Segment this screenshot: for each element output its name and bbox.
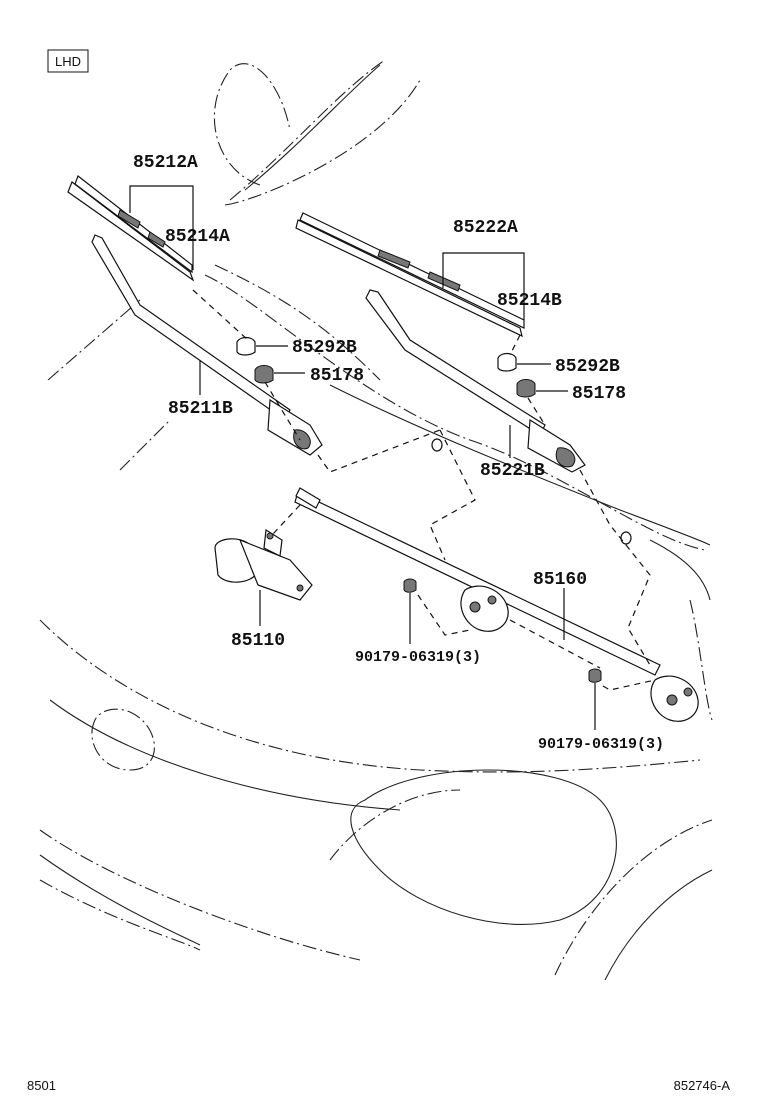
right-cap-85292B bbox=[497, 352, 517, 372]
bolt-90179-a bbox=[403, 578, 417, 593]
right-nut-85178 bbox=[516, 379, 536, 398]
left-wiper-blade bbox=[67, 175, 195, 282]
wiper-motor-85110 bbox=[214, 528, 313, 601]
part-label-85214A: 85214A bbox=[165, 227, 230, 247]
part-label-85214B: 85214B bbox=[497, 291, 562, 311]
left-wiper-arm bbox=[91, 234, 323, 456]
part-label-85292B-left: 85292B bbox=[292, 338, 357, 358]
vehicle-body-outline bbox=[39, 59, 713, 981]
part-label-85178-right: 85178 bbox=[572, 384, 626, 404]
wiper-link-85160 bbox=[294, 487, 699, 722]
lhd-badge: LHD bbox=[47, 49, 89, 73]
lhd-badge-label: LHD bbox=[55, 54, 81, 69]
right-wiper-blade bbox=[295, 212, 525, 338]
part-label-85222A: 85222A bbox=[453, 218, 518, 238]
footer-left-code: 8501 bbox=[27, 1078, 56, 1093]
part-label-85110: 85110 bbox=[231, 631, 285, 651]
leader-lines bbox=[129, 185, 596, 730]
left-nut-85178 bbox=[254, 365, 274, 384]
part-label-85212A: 85212A bbox=[133, 153, 198, 173]
right-wiper-arm bbox=[365, 289, 586, 473]
part-labels: 85212A 85214A 85222A 85214B 85292B 85178… bbox=[133, 153, 664, 753]
part-label-85160: 85160 bbox=[533, 570, 587, 590]
bolt-90179-b bbox=[588, 668, 602, 683]
part-label-85178-left: 85178 bbox=[310, 366, 364, 386]
assembly-reference-lines bbox=[192, 289, 656, 691]
part-label-85211B: 85211B bbox=[168, 399, 233, 419]
part-label-85292B-right: 85292B bbox=[555, 357, 620, 377]
part-label-85221B: 85221B bbox=[480, 461, 545, 481]
left-cap-85292B bbox=[236, 336, 256, 356]
footer-right-code: 852746-A bbox=[674, 1078, 731, 1093]
part-label-90179-a: 90179-06319(3) bbox=[355, 649, 481, 666]
part-label-90179-b: 90179-06319(3) bbox=[538, 736, 664, 753]
cowl-grommets bbox=[431, 438, 632, 545]
